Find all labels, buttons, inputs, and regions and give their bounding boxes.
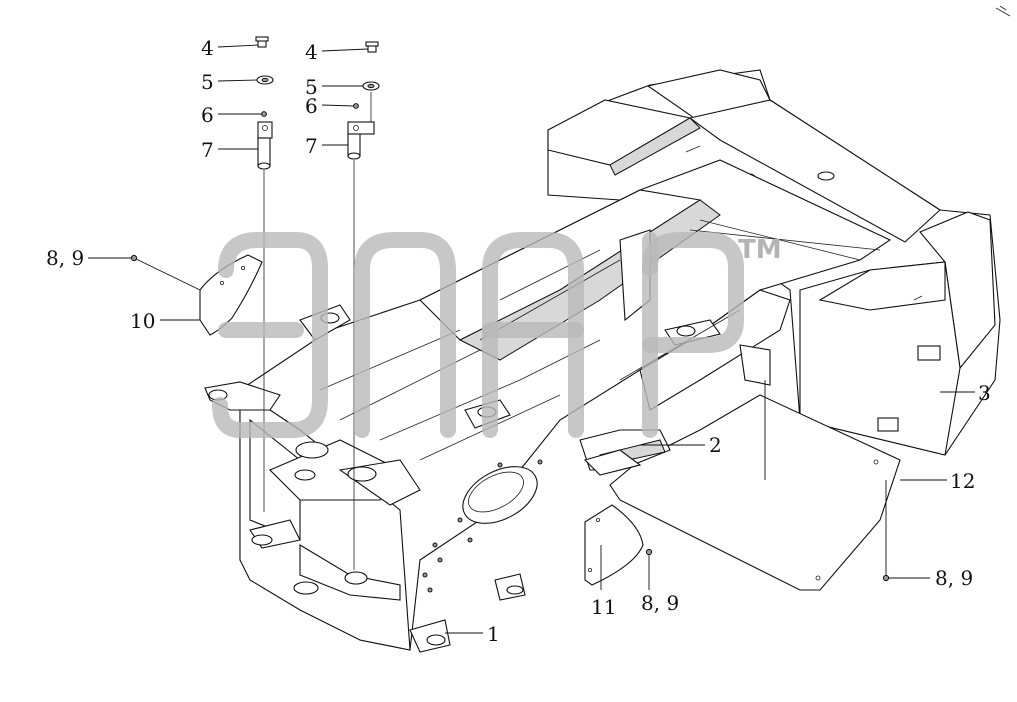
callout-3: 3 bbox=[978, 381, 991, 405]
callout-6-right: 6 bbox=[305, 94, 318, 118]
callout-4-right: 4 bbox=[305, 40, 318, 64]
callout-8-9-bottom: 8, 9 bbox=[641, 591, 679, 615]
callout-12: 12 bbox=[950, 469, 975, 493]
leader-lines bbox=[88, 44, 975, 634]
callout-11: 11 bbox=[591, 595, 616, 619]
callout-5-left: 5 bbox=[201, 70, 214, 94]
watermark-logo: TM bbox=[212, 232, 782, 438]
callout-10: 10 bbox=[130, 309, 155, 333]
callout-7-left: 7 bbox=[201, 138, 214, 162]
callout-8-9-left: 8, 9 bbox=[46, 246, 84, 270]
corner-mark bbox=[995, 5, 1011, 17]
callout-8-9-right: 8, 9 bbox=[935, 566, 973, 590]
callout-1: 1 bbox=[487, 622, 500, 646]
fastener-dots bbox=[130, 254, 890, 582]
callout-6-left: 6 bbox=[201, 103, 214, 127]
callout-4-left: 4 bbox=[201, 36, 214, 60]
callout-7-right: 7 bbox=[305, 134, 318, 158]
side-cover-11 bbox=[584, 504, 644, 586]
pin-stack-left bbox=[255, 36, 274, 512]
callout-2: 2 bbox=[709, 433, 722, 457]
callout-labels: 4 4 5 5 6 6 7 7 8, 9 10 1 2 3 12 11 8, 9… bbox=[46, 36, 991, 646]
watermark-tm: TM bbox=[738, 235, 782, 265]
callout-5-right: 5 bbox=[305, 75, 318, 99]
